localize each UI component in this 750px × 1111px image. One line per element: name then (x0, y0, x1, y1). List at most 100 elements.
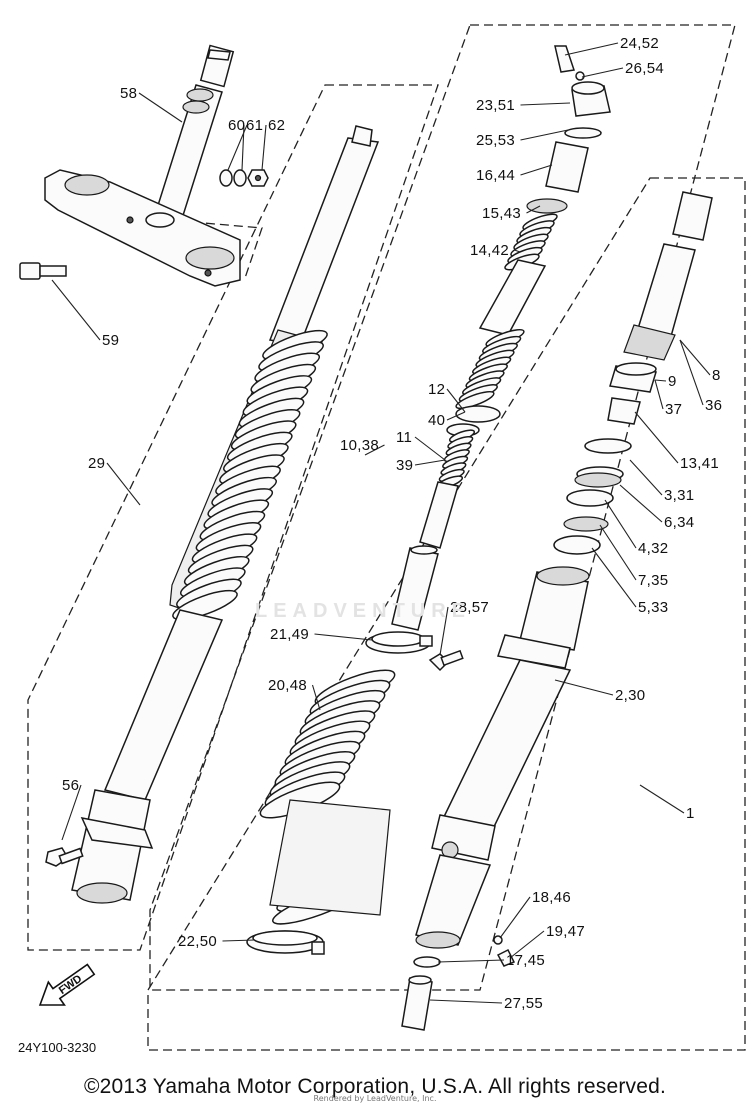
callout-c-5-33: 5,33 (638, 599, 668, 616)
diagram-code: 24Y100-3230 (18, 1040, 97, 1055)
callout-c-58: 58 (120, 85, 137, 102)
leader-c-3-31 (629, 459, 663, 496)
callout-c-17-45: 17,45 (506, 952, 545, 969)
watermark: LEADVENTURE (255, 600, 472, 622)
leader-c-11-39-b (414, 459, 446, 466)
leader-c-15-43 (526, 205, 541, 214)
leader-c-14-42 (514, 249, 521, 253)
callout-c-7-35: 7,35 (638, 572, 668, 589)
callout-c-11-39-b: 39 (396, 457, 413, 474)
callout-c-21-49: 21,49 (270, 626, 309, 643)
callout-c-61: 61 (246, 117, 263, 134)
leader-c-28-57 (439, 606, 449, 656)
washer-nut-set (219, 169, 269, 187)
leader-c-17-45 (437, 959, 505, 963)
callout-c-29: 29 (88, 455, 105, 472)
callout-c-9-37-a: 9 (668, 373, 677, 390)
outline-right-outer-tube (147, 177, 746, 1051)
leader-c-58 (138, 92, 183, 123)
callout-c-8-36-b: 36 (705, 397, 722, 414)
leader-c-21-49 (314, 633, 373, 641)
callout-c-25-53: 25,53 (476, 132, 515, 149)
callout-c-3-31: 3,31 (664, 487, 694, 504)
callout-c-11-39-a: 11 (396, 429, 412, 446)
callout-c-1: 1 (686, 805, 695, 822)
steering-stem (153, 44, 235, 226)
leader-c-1 (639, 784, 685, 814)
callout-c-26-54: 26,54 (625, 60, 664, 77)
callout-c-8-36-a: 8 (712, 367, 721, 384)
copyright-notice: ©2013 Yamaha Motor Corporation, U.S.A. A… (83, 1075, 667, 1098)
outline-clamp-bracket (191, 221, 263, 279)
axle-bolt (45, 847, 84, 867)
damper-cartridge (391, 45, 611, 631)
leader-c-61 (241, 124, 245, 171)
leader-c-4-32 (604, 499, 637, 549)
callout-c-6-34: 6,34 (664, 514, 694, 531)
callout-c-24-52: 24,52 (620, 35, 659, 52)
leader-c-27-55 (429, 999, 503, 1004)
boot-clamp-upper (365, 631, 433, 654)
callout-c-16-44: 16,44 (476, 167, 515, 184)
leader-c-22-50 (222, 939, 256, 942)
callout-c-9-37-b: 37 (665, 401, 682, 418)
leader-c-25-53 (520, 129, 569, 141)
leader-c-29 (106, 462, 141, 506)
outline-left-fork (27, 84, 439, 951)
callout-c-14-42: 14,42 (470, 242, 509, 259)
leader-lines (51, 42, 711, 1004)
rendered-by-note: Rendered by LeadVenture, Inc. (313, 1094, 437, 1103)
callout-c-13-41: 13,41 (680, 455, 719, 472)
callout-c-4-32: 4,32 (638, 540, 668, 557)
callout-c-27-55: 27,55 (504, 995, 543, 1012)
leader-c-8-36-a (679, 339, 711, 376)
leader-c-16-44 (520, 164, 553, 176)
leader-c-18-46 (499, 896, 531, 939)
leader-c-23-51 (520, 102, 571, 106)
leader-c-9-37-b (654, 379, 664, 410)
callout-c-18-46: 18,46 (532, 889, 571, 906)
leader-c-59 (51, 279, 101, 341)
drain-parts (401, 935, 516, 1031)
leader-c-8-36-b (679, 339, 704, 406)
leader-c-62 (261, 124, 267, 171)
callout-c-60: 60 (228, 117, 245, 134)
leader-c-26-54 (581, 67, 624, 78)
leader-c-10-38 (364, 444, 385, 456)
callout-c-12-40-a: 12 (428, 381, 445, 398)
leader-c-56 (61, 784, 82, 841)
callout-c-2-30: 2,30 (615, 687, 645, 704)
pinch-bolt (19, 262, 67, 280)
callout-c-59: 59 (102, 332, 119, 349)
callout-c-62: 62 (268, 117, 285, 134)
outer-tube-assembly (415, 191, 713, 949)
assembly-outlines (27, 24, 746, 1051)
leader-c-12-40-a (446, 388, 466, 413)
lower-bracket (44, 169, 241, 287)
boot-bellows (172, 329, 328, 621)
fork-spring-lower (455, 328, 525, 410)
callout-c-10-38: 10,38 (340, 437, 379, 454)
outline-center-group (149, 24, 736, 991)
leader-c-13-41 (634, 411, 679, 464)
forward-arrow-icon: FWD (38, 963, 96, 1006)
callout-c-23-51: 23,51 (476, 97, 515, 114)
callout-c-56: 56 (62, 777, 79, 794)
leader-c-11-39-a (414, 436, 446, 461)
callout-c-15-43: 15,43 (482, 205, 521, 222)
leader-c-24-52 (564, 42, 619, 56)
callout-c-20-48: 20,48 (268, 677, 307, 694)
spring-lower-coil (455, 390, 495, 410)
callout-c-22-50: 22,50 (178, 933, 217, 950)
fork-exploded-diagram: FWD 24,52 26,54 23,51 25,53 16,44 15,43 14,42 5… (19, 24, 746, 1051)
leader-c-2-30 (554, 679, 614, 696)
damper-bolt (428, 649, 464, 672)
leader-c-20-48 (311, 684, 321, 711)
leader-c-19-47 (509, 930, 545, 959)
leader-c-7-35 (599, 524, 637, 581)
callout-c-12-40-b: 40 (428, 412, 445, 429)
lower-boot (259, 669, 396, 925)
boot-clamp-lower (246, 930, 325, 955)
inner-tube-with-boot (71, 125, 380, 904)
